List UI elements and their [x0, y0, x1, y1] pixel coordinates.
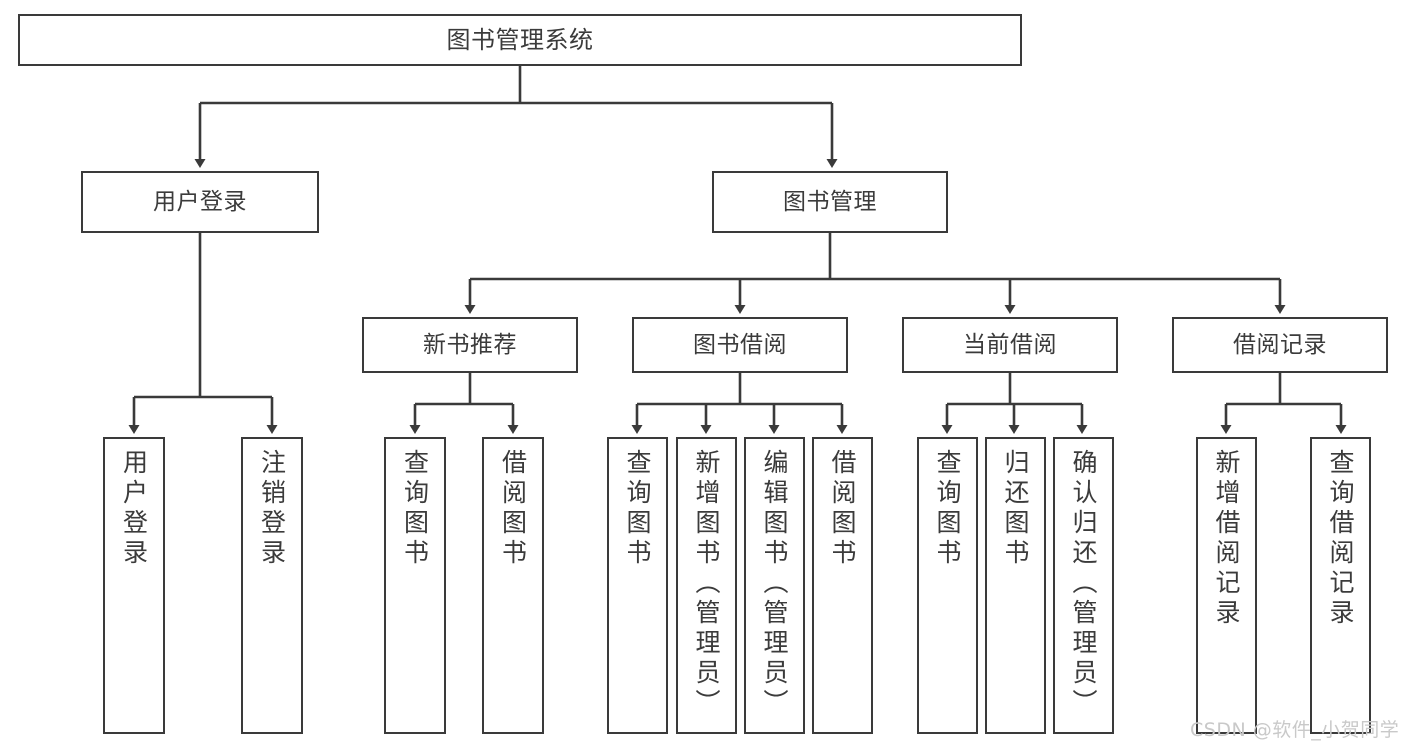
leaf-user-login-login[interactable]: 用户登录: [103, 437, 165, 734]
leaf-current-borrow-return[interactable]: 归还图书: [985, 437, 1046, 734]
node-label: 归还图书: [1001, 449, 1030, 569]
node-current-borrow[interactable]: 当前借阅: [902, 317, 1118, 373]
node-label: 确认归还（管理员）: [1069, 449, 1098, 719]
node-label: 图书管理系统: [446, 26, 594, 54]
node-new-book-recommend[interactable]: 新书推荐: [362, 317, 578, 373]
node-label: 注销登录: [257, 449, 287, 569]
node-label: 新书推荐: [423, 331, 517, 358]
csdn-watermark: CSDN @软件_小贺同学: [1190, 719, 1400, 741]
node-label: 编辑图书（管理员）: [760, 449, 789, 719]
node-label: 查询图书: [933, 449, 962, 569]
leaf-user-login-logout[interactable]: 注销登录: [241, 437, 303, 734]
leaf-new-book-borrow[interactable]: 借阅图书: [482, 437, 544, 734]
node-label: 借阅图书: [828, 449, 857, 569]
leaf-current-borrow-query[interactable]: 查询图书: [917, 437, 978, 734]
leaf-borrow-record-add[interactable]: 新增借阅记录: [1196, 437, 1257, 734]
node-label: 用户登录: [119, 449, 149, 569]
leaf-book-borrow-borrow[interactable]: 借阅图书: [812, 437, 873, 734]
leaf-book-borrow-edit[interactable]: 编辑图书（管理员）: [744, 437, 805, 734]
node-book-management[interactable]: 图书管理: [712, 171, 948, 233]
node-label: 当前借阅: [963, 331, 1057, 358]
leaf-book-borrow-add[interactable]: 新增图书（管理员）: [676, 437, 737, 734]
node-label: 查询图书: [400, 449, 430, 569]
node-root-system[interactable]: 图书管理系统: [18, 14, 1022, 66]
node-label: 新增借阅记录: [1212, 449, 1241, 629]
node-label: 查询借阅记录: [1326, 449, 1355, 629]
node-label: 图书借阅: [693, 331, 787, 358]
node-label: 图书管理: [783, 188, 877, 215]
node-label: 新增图书（管理员）: [692, 449, 721, 719]
node-label: 借阅图书: [498, 449, 528, 569]
node-label: 查询图书: [623, 449, 652, 569]
node-book-borrow[interactable]: 图书借阅: [632, 317, 848, 373]
node-borrow-record[interactable]: 借阅记录: [1172, 317, 1388, 373]
node-label: 借阅记录: [1233, 331, 1327, 358]
leaf-current-borrow-confirm-return[interactable]: 确认归还（管理员）: [1053, 437, 1114, 734]
leaf-borrow-record-query[interactable]: 查询借阅记录: [1310, 437, 1371, 734]
node-label: 用户登录: [153, 188, 247, 215]
leaf-new-book-query[interactable]: 查询图书: [384, 437, 446, 734]
node-user-login[interactable]: 用户登录: [81, 171, 319, 233]
leaf-book-borrow-query[interactable]: 查询图书: [607, 437, 668, 734]
